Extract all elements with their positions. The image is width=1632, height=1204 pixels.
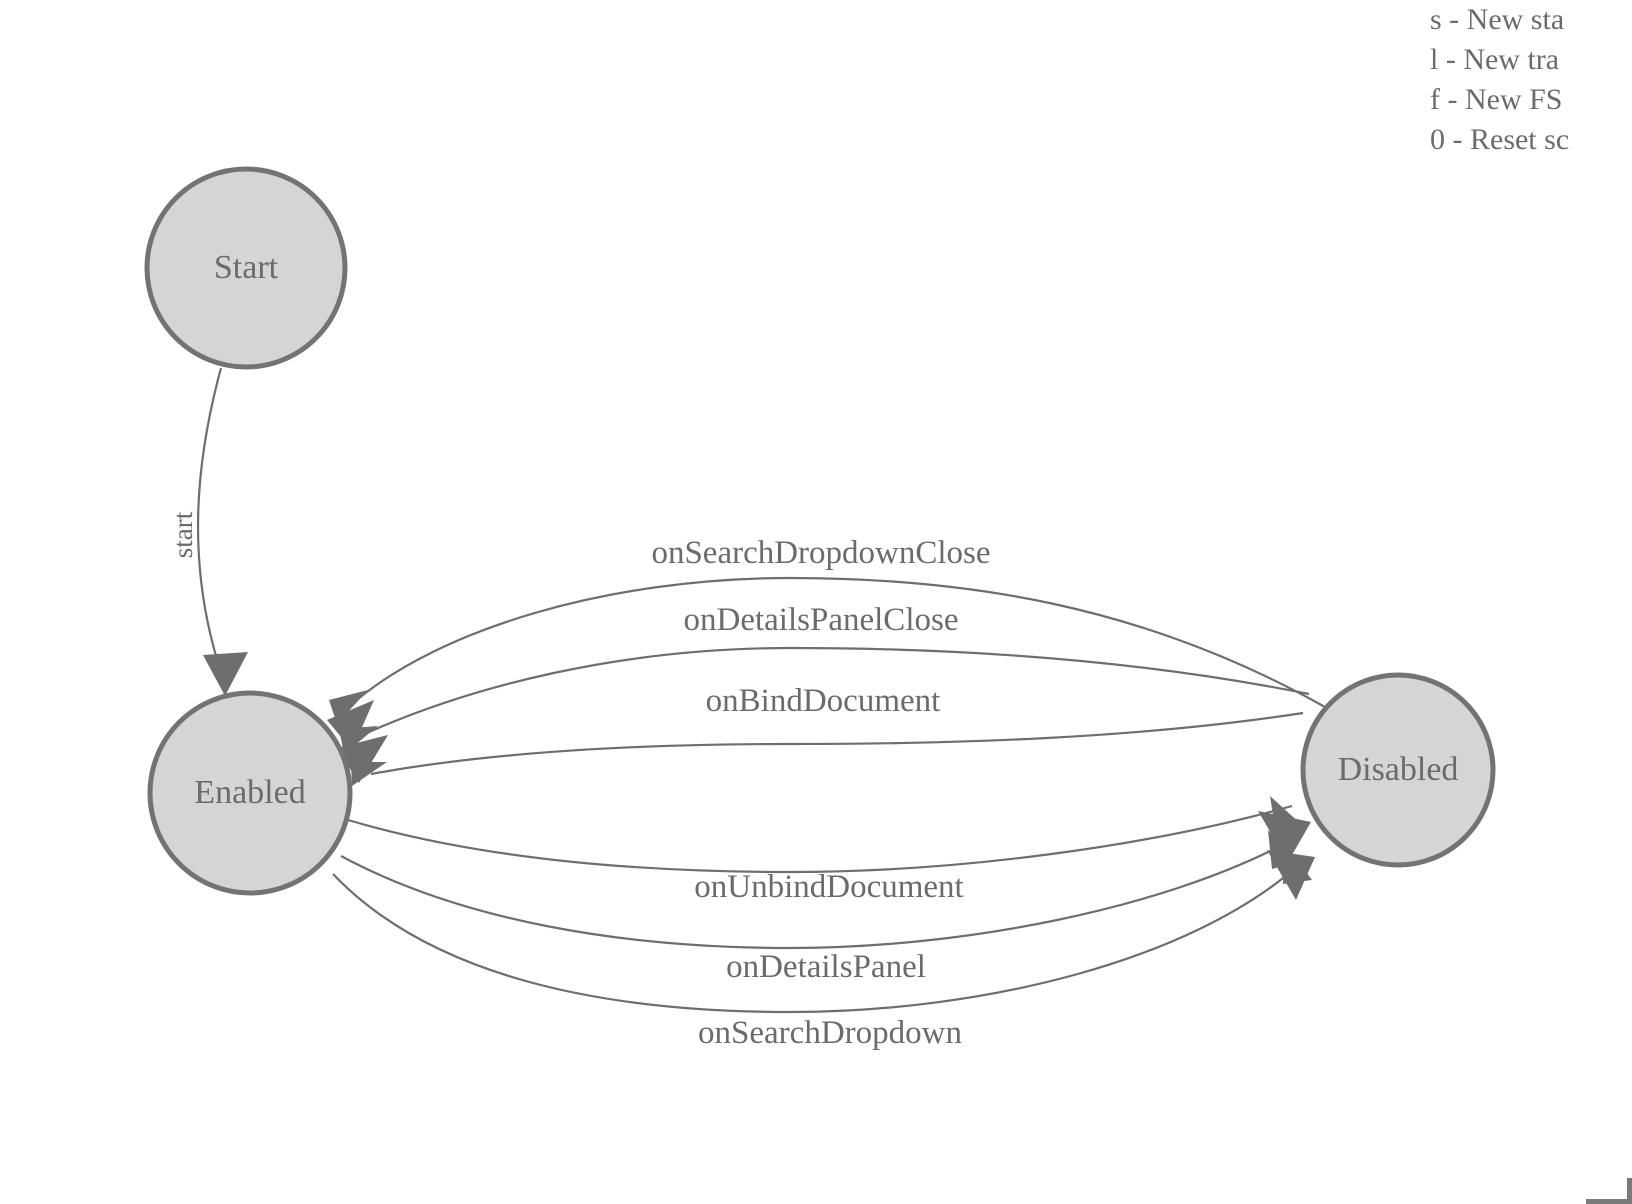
enabled-inbound-arrowheads [327,700,388,783]
state-node-disabled-circle[interactable] [1300,672,1496,868]
help-legend-line-new-state: s - New sta [1430,3,1565,36]
transition-label-onsearchdropdownclose: onSearchDropdownClose [651,535,990,571]
transition-ondetailspanel-path[interactable] [340,841,1289,950]
transition-label-onunbinddocument: onUnbindDocument [694,869,963,905]
arrowhead-into-disabled-1 [1258,811,1311,862]
transition-onsearchdropdown-path[interactable] [332,863,1301,1014]
state-node-disabled-label: Disabled [1338,751,1459,788]
transition-onsearchdropdownclose-path[interactable] [351,576,1326,708]
transition-start-arrowhead [203,652,248,696]
transition-onunbinddocument-path[interactable] [347,804,1293,874]
help-legend-line-new-transition: l - New tra [1430,43,1560,76]
transition-onunbinddocument[interactable] [347,796,1303,874]
transition-onsearchdropdown[interactable] [332,842,1312,1014]
state-node-enabled-circle[interactable] [147,690,353,896]
transition-label-start: start [168,511,198,558]
disabled-inbound-arrowheads [1258,811,1315,900]
state-node-start-label: Start [214,249,279,286]
help-legend-line-new-fsm: f - New FS [1430,83,1563,116]
resize-corner-handle[interactable] [1586,1178,1632,1204]
arrowhead-into-disabled-2 [1267,850,1315,900]
arrowhead-into-enabled-1 [327,700,374,750]
transition-onbinddocument[interactable] [351,711,1304,786]
transition-label-ondetailspanel: onDetailsPanel [726,949,926,985]
transition-label-onsearchdropdown: onSearchDropdown [698,1015,962,1051]
help-legend: s - New sta l - New tra f - New FS 0 - R… [1430,0,1632,160]
state-node-enabled[interactable]: Enabled [147,690,353,896]
state-node-start[interactable]: Start [144,166,348,370]
transition-start[interactable] [196,367,248,696]
transition-label-ondetailspanelclose: onDetailsPanelClose [684,602,959,638]
transition-start-path[interactable] [196,367,223,667]
state-node-enabled-label: Enabled [194,774,305,811]
state-node-start-circle[interactable] [144,166,348,370]
transition-label-onbinddocument: onBindDocument [706,683,941,719]
transition-ondetailspanelclose-path[interactable] [359,646,1310,738]
help-legend-line-reset-scale: 0 - Reset sc [1430,123,1570,156]
arrowhead-into-enabled-2 [337,735,388,783]
transition-onbinddocument-path[interactable] [370,711,1304,776]
state-node-disabled[interactable]: Disabled [1300,672,1496,868]
